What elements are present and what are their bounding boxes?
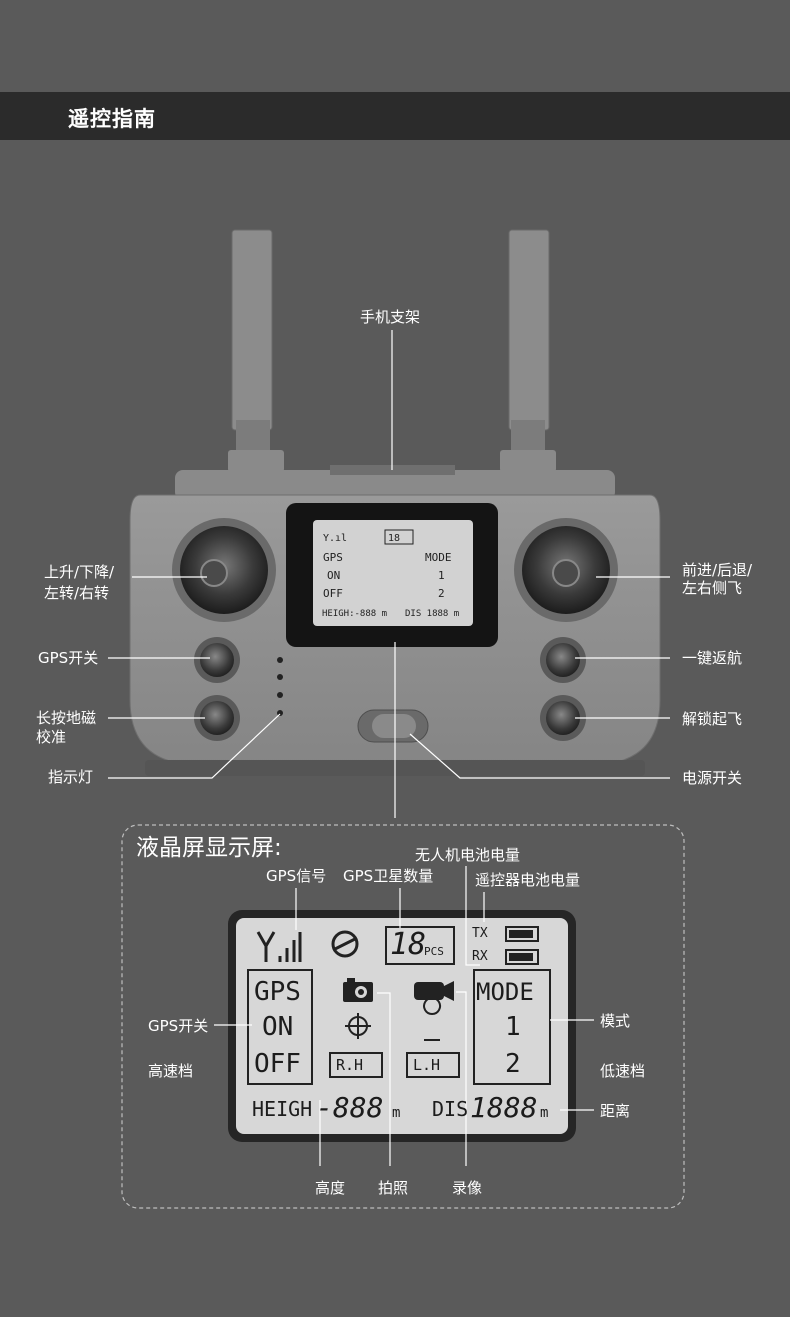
return-home-label: 一键返航	[682, 649, 743, 667]
phone-holder-left	[228, 229, 284, 472]
phone-holder-right	[500, 229, 556, 472]
left-stick-label-1: 上升/下降/	[44, 563, 115, 581]
indicator-label: 指示灯	[48, 768, 94, 786]
label-height: 高度	[315, 1179, 346, 1197]
svg-text:GPS: GPS	[323, 551, 343, 564]
label-mode: 模式	[600, 1012, 631, 1030]
lcd-tx: TX	[472, 926, 488, 941]
label-high-speed: 高速档	[148, 1062, 194, 1080]
svg-text:HEIGH:-888 m: HEIGH:-888 m	[322, 609, 387, 619]
lcd-dis-unit: m	[540, 1105, 549, 1121]
lcd-gps-off: OFF	[254, 1049, 301, 1079]
svg-text:18: 18	[388, 533, 400, 544]
svg-text:2: 2	[438, 587, 445, 600]
lcd-heigh-unit: m	[392, 1105, 401, 1121]
label-gps-signal: GPS信号	[266, 867, 327, 885]
right-stick-label-1: 前进/后退/	[682, 561, 753, 579]
calibrate-label-2: 校准	[36, 728, 67, 746]
lcd-lh: L.H	[413, 1056, 441, 1074]
lcd-heigh-value: -888	[316, 1091, 384, 1124]
label-gps-switch: GPS开关	[148, 1017, 209, 1035]
label-video: 录像	[452, 1179, 483, 1197]
header-bar: 遥控指南	[0, 92, 790, 140]
svg-text:ON: ON	[327, 569, 340, 582]
lcd-rx: RX	[472, 949, 488, 964]
gps-switch-label: GPS开关	[38, 649, 99, 667]
lcd-pcs: PCS	[424, 945, 444, 958]
label-gps-satellites: GPS卫星数量	[343, 867, 434, 885]
lcd-rh: R.H	[336, 1056, 364, 1074]
label-rc-battery: 遥控器电池电量	[475, 871, 581, 889]
unlock-takeoff-label: 解锁起飞	[682, 710, 743, 728]
lcd-heigh: HEIGH	[252, 1097, 313, 1121]
lcd-mode-text: MODE	[476, 978, 534, 1006]
page-title: 遥控指南	[68, 107, 156, 131]
lcd-gps-on: ON	[262, 1012, 294, 1042]
lcd-mode-1: 1	[505, 1012, 521, 1042]
lcd-gps-text: GPS	[254, 977, 301, 1007]
lcd-sat-count: 18	[390, 927, 427, 962]
phone-holder-label: 手机支架	[360, 308, 421, 326]
svg-text:Y.ıl: Y.ıl	[323, 533, 347, 544]
svg-text:DIS 1888 m: DIS 1888 m	[405, 609, 459, 619]
svg-text:MODE: MODE	[425, 551, 452, 564]
svg-text:1: 1	[438, 569, 445, 582]
label-photo: 拍照	[378, 1179, 409, 1197]
lcd-section-title: 液晶屏显示屏:	[136, 835, 282, 861]
label-distance: 距离	[600, 1102, 631, 1120]
label-drone-battery: 无人机电池电量	[415, 846, 521, 864]
svg-text:OFF: OFF	[323, 587, 343, 600]
power-switch-label: 电源开关	[682, 769, 743, 787]
right-stick-label-2: 左右侧飞	[682, 579, 743, 597]
lcd-dis-value: 1888	[470, 1091, 538, 1124]
lcd-dis: DIS	[432, 1097, 469, 1121]
calibrate-label-1: 长按地磁	[36, 709, 97, 727]
left-stick-label-2: 左转/右转	[44, 584, 110, 602]
lcd-mode-2: 2	[505, 1049, 521, 1079]
label-low-speed: 低速档	[600, 1062, 646, 1080]
